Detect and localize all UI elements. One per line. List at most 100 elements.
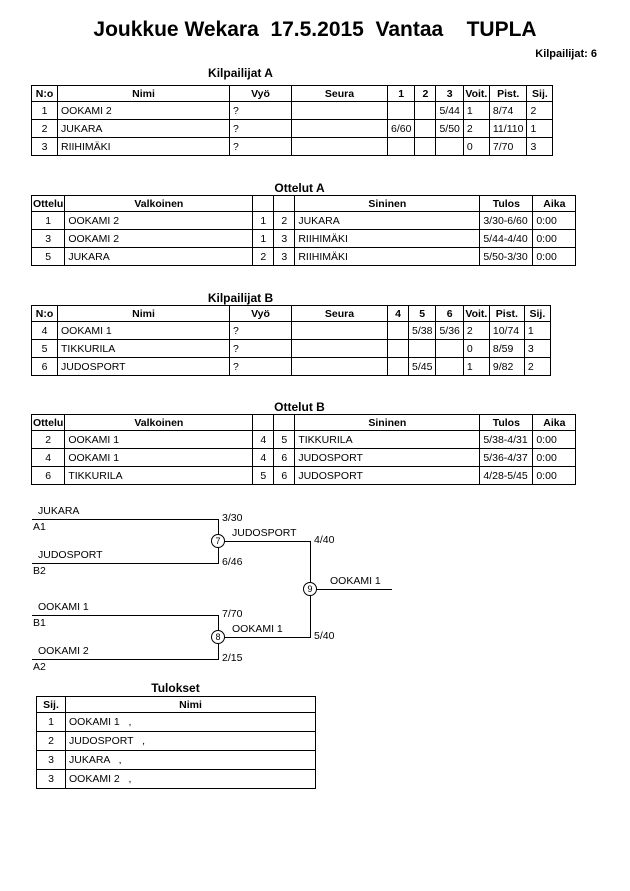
- table-cell: [291, 119, 388, 138]
- table-cell: 5: [252, 466, 275, 485]
- column-header: 3: [435, 85, 464, 102]
- table-cell: [291, 321, 388, 340]
- column-header: Sij.: [526, 85, 554, 102]
- table-cell: 2: [252, 247, 275, 266]
- table-cell: JUDOSPORT ,: [65, 731, 316, 751]
- table-cell: 5/50-3/30: [479, 247, 534, 266]
- column-header: 5: [407, 305, 437, 322]
- table-cell: 9/82: [488, 357, 525, 376]
- table-cell: 5: [31, 339, 58, 358]
- column-header: 1: [386, 85, 416, 102]
- section-title-ottelut-a: Ottelut A: [274, 181, 325, 195]
- column-header: [252, 195, 275, 212]
- table-cell: TIKKURILA: [64, 466, 254, 485]
- table-cell: 3: [273, 229, 296, 248]
- table-cell: 3: [30, 229, 66, 248]
- table-header-row: Sij.Nimi: [36, 696, 316, 713]
- table-cell: 4: [252, 430, 275, 449]
- table-cell: ?: [229, 321, 292, 340]
- table-cell: JUDOSPORT: [294, 466, 481, 485]
- table-cell: 2: [36, 731, 66, 751]
- table-cell: 6: [30, 466, 66, 485]
- table-cell: 0:00: [532, 247, 577, 266]
- table-cell: [291, 137, 388, 156]
- table-cell: OOKAMI 1: [57, 321, 230, 340]
- bracket-seed-label: A2: [33, 661, 46, 673]
- table-cell: OOKAMI 2 ,: [65, 769, 316, 789]
- column-header: Sininen: [294, 195, 481, 212]
- column-header: 2: [414, 85, 437, 102]
- column-header: [273, 414, 296, 431]
- column-header: Vyö: [229, 305, 292, 322]
- table-cell: JUDOSPORT: [57, 357, 230, 376]
- table-cell: RIIHIMÄKI: [294, 229, 481, 248]
- table-cell: 5: [273, 430, 296, 449]
- table-cell: 7/70: [488, 137, 528, 156]
- column-header: Tulos: [479, 195, 534, 212]
- competitors-count-label: Kilpailijat: 6: [535, 48, 597, 60]
- table-cell: 0:00: [532, 466, 577, 485]
- bracket-competitor-name: OOKAMI 1: [38, 601, 89, 613]
- table-cell: 3: [523, 339, 551, 358]
- table-cell: 0: [462, 137, 490, 156]
- table-cell: 3: [36, 750, 66, 770]
- table-cell: 5/44-4/40: [479, 229, 534, 248]
- table-cell: ?: [229, 137, 292, 156]
- page-title: Joukkue Wekara 17.5.2015 Vantaa TUPLA: [93, 18, 537, 41]
- table-cell: [435, 137, 464, 156]
- column-header: Pist.: [488, 85, 528, 102]
- table-cell: 1: [252, 229, 275, 248]
- column-header: [273, 195, 296, 212]
- table-cell: JUKARA: [57, 119, 230, 138]
- bracket-winner-name: JUDOSPORT: [232, 527, 297, 539]
- table-cell: 1: [526, 119, 554, 138]
- match-number-node: 8: [211, 630, 225, 644]
- table-cell: 5/38-4/31: [479, 430, 534, 449]
- table-cell: 2: [462, 119, 490, 138]
- table-cell: 1: [523, 321, 551, 340]
- column-header: Voit.: [462, 305, 490, 322]
- table-cell: 1: [252, 211, 275, 230]
- table-cell: JUDOSPORT: [294, 448, 481, 467]
- table-cell: 1: [36, 712, 66, 732]
- table-cell: 0: [462, 339, 490, 358]
- bracket-final-winner-name: OOKAMI 1: [330, 575, 381, 587]
- column-header: Seura: [291, 305, 388, 322]
- table-cell: 1: [462, 101, 490, 120]
- table-cell: 10/74: [488, 321, 525, 340]
- column-header: Pist.: [488, 305, 525, 322]
- table-cell: 3: [36, 769, 66, 789]
- table-cell: JUKARA ,: [65, 750, 316, 770]
- table-cell: [291, 357, 388, 376]
- table-cell: [435, 357, 464, 376]
- table-cell: 2: [523, 357, 551, 376]
- table-cell: 0:00: [532, 430, 577, 449]
- column-header: Valkoinen: [64, 195, 254, 212]
- table-cell: 11/110: [488, 119, 528, 138]
- column-header: Ottelu: [30, 195, 66, 212]
- bracket-competitor-name: JUKARA: [38, 505, 80, 517]
- bracket-winner-score: 5/40: [314, 630, 335, 642]
- column-header: Valkoinen: [64, 414, 254, 431]
- table-cell: 3/30-6/60: [479, 211, 534, 230]
- bracket-seed-label: B2: [33, 565, 46, 577]
- table-cell: ?: [229, 339, 292, 358]
- bracket-seed-label: A1: [33, 521, 46, 533]
- column-header: Nimi: [57, 305, 230, 322]
